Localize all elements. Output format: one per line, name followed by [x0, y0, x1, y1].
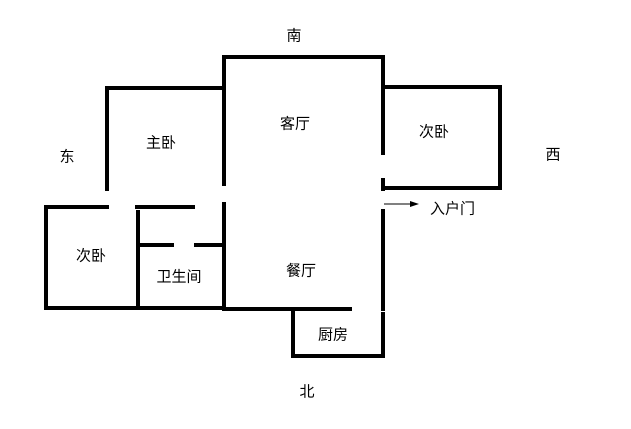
walls: [44, 55, 502, 358]
room-dining-room: 餐厅: [286, 262, 316, 280]
room-living-room: 客厅: [280, 115, 310, 133]
room-master-bedroom: 主卧: [146, 134, 176, 152]
entrance-door-label: 入户门: [430, 200, 475, 218]
entrance-arrow: [384, 201, 419, 207]
room-second-bedroom-west: 次卧: [419, 123, 449, 141]
room-kitchen: 厨房: [318, 326, 348, 344]
room-second-bedroom-east: 次卧: [76, 247, 106, 265]
wall-master-bedroom-top: [105, 86, 224, 191]
wall-east-bedroom-outer: [44, 205, 224, 310]
wall-west-bedroom-outer: [384, 85, 502, 190]
wall-kitchen: [291, 311, 385, 358]
compass-east: 东: [59, 148, 74, 166]
wall-living-top: [222, 55, 385, 155]
room-bathroom: 卫生间: [156, 268, 201, 286]
compass-north: 北: [299, 383, 314, 401]
compass-west: 西: [545, 146, 560, 164]
compass-south: 南: [286, 27, 301, 45]
